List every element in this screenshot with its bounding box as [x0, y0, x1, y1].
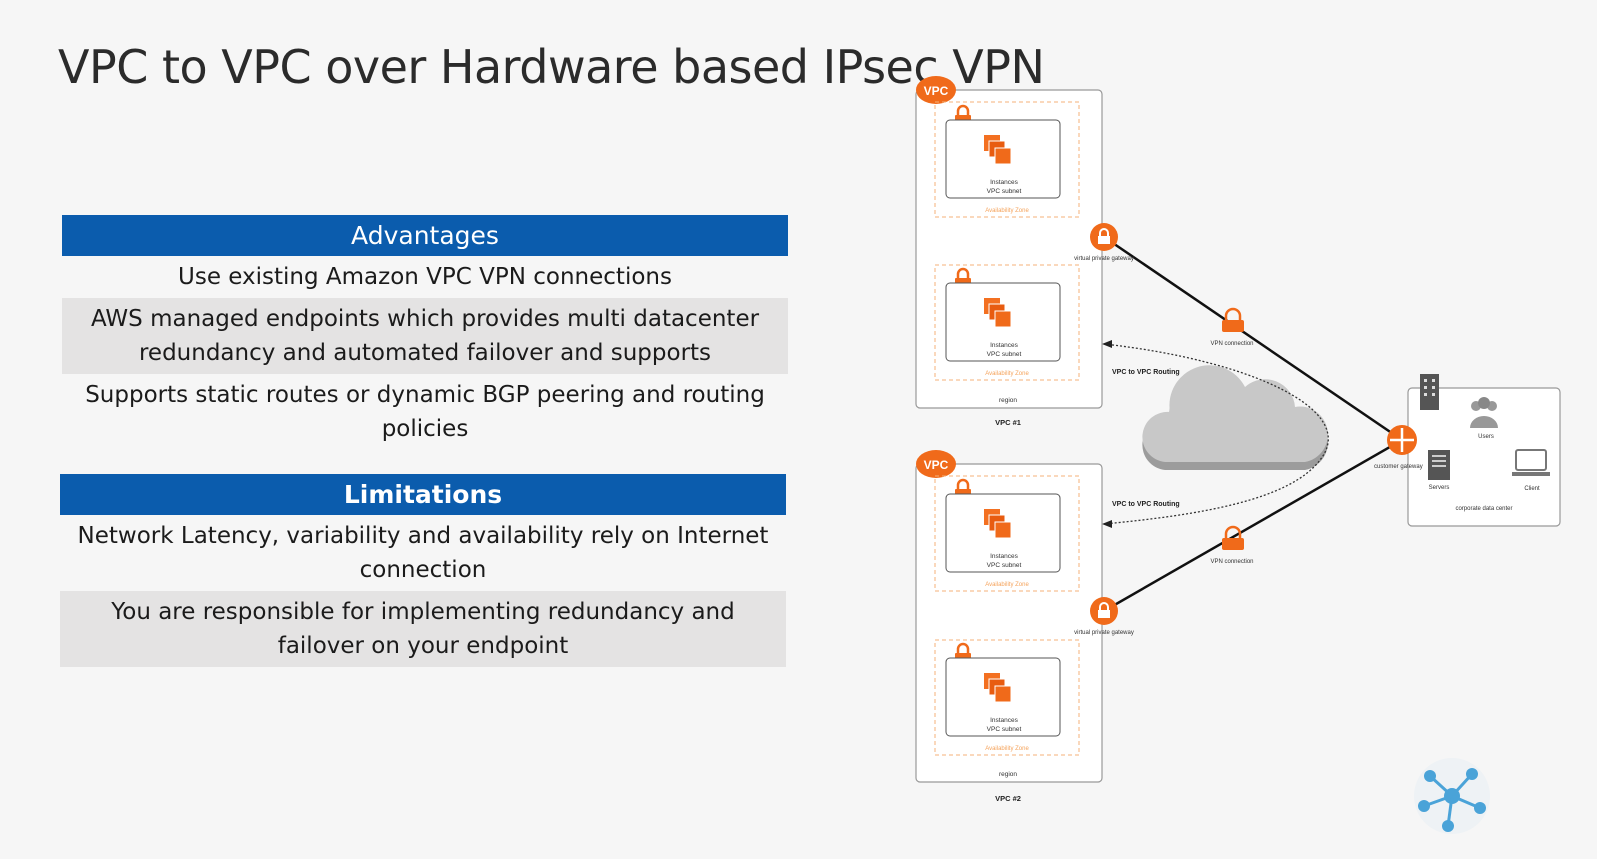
svg-text:VPC subnet: VPC subnet: [987, 188, 1022, 195]
arrow-left-icon: [1102, 340, 1112, 348]
cgw-label: customer gateway: [1374, 464, 1423, 470]
vpc-cloud-badge: VPC: [916, 450, 956, 478]
svg-text:Instances: Instances: [990, 553, 1019, 560]
svg-text:VPC subnet: VPC subnet: [987, 562, 1022, 569]
vpn-connection-icon: [1222, 525, 1244, 550]
brand-logo-icon: [1414, 758, 1490, 834]
advantage-item: Supports static routes or dynamic BGP pe…: [85, 382, 765, 442]
vpn-connection-label: VPN connection: [1210, 341, 1253, 347]
svg-text:Instances: Instances: [990, 717, 1019, 724]
svg-text:corporate data center: corporate data center: [1455, 506, 1512, 512]
building-icon: [1420, 374, 1439, 410]
svg-text:Instances: Instances: [990, 179, 1019, 186]
svg-text:VPC: VPC: [924, 84, 949, 98]
advantage-item: Use existing Amazon VPC VPN connections: [178, 264, 672, 290]
vpn-line-1: [1103, 235, 1403, 442]
routing-label: VPC to VPC Routing: [1112, 501, 1180, 508]
svg-text:Availability Zone: Availability Zone: [985, 582, 1029, 588]
vpc-cloud-badge: VPC: [916, 76, 956, 104]
vpn-gateway-icon: [1090, 223, 1118, 251]
vpc-routing-path: [1103, 343, 1329, 525]
vpc2-label: VPC #2: [995, 794, 1021, 803]
users-icon: [1470, 397, 1498, 428]
servers-icon: [1428, 450, 1450, 480]
advantage-item: AWS managed endpoints which provides mul…: [62, 298, 788, 374]
svg-text:VPC subnet: VPC subnet: [987, 726, 1022, 733]
advantages-header: Advantages: [62, 215, 788, 256]
svg-text:Availability Zone: Availability Zone: [985, 371, 1029, 377]
vpn-line-2: [1103, 438, 1403, 613]
corporate-data-center: Users Servers Client corporate data cent…: [1407, 374, 1561, 527]
svg-text:region: region: [999, 397, 1017, 404]
limitation-item: Network Latency, variability and availab…: [77, 523, 769, 583]
limitations-header: Limitations: [60, 474, 786, 515]
svg-text:Availability Zone: Availability Zone: [985, 746, 1029, 752]
vpn-gateway-icon: [1090, 597, 1118, 625]
svg-text:region: region: [999, 771, 1017, 778]
svg-text:VPC: VPC: [924, 458, 949, 472]
network-diagram: VPC Instances VPC subnet Availability Zo…: [915, 76, 1561, 834]
vpc1-container: VPC Instances VPC subnet Availability Zo…: [915, 76, 1103, 409]
vgw-label: virtual private gateway: [1074, 256, 1134, 262]
limitations-table: Limitations Network Latency, variability…: [60, 474, 786, 667]
advantages-table: Advantages Use existing Amazon VPC VPN c…: [62, 215, 788, 450]
internet-cloud-icon: [1142, 365, 1328, 470]
vpc1-label: VPC #1: [995, 418, 1021, 427]
svg-text:Client: Client: [1524, 486, 1540, 492]
svg-text:Instances: Instances: [990, 342, 1019, 349]
svg-text:VPC subnet: VPC subnet: [987, 351, 1022, 358]
customer-gateway-icon: [1387, 425, 1417, 455]
svg-text:Availability Zone: Availability Zone: [985, 208, 1029, 214]
svg-text:Servers: Servers: [1429, 485, 1450, 491]
svg-text:Users: Users: [1478, 434, 1494, 440]
vpn-connection-label: VPN connection: [1210, 559, 1253, 565]
arrow-left-icon: [1102, 520, 1112, 528]
client-computer-icon: [1512, 449, 1550, 476]
vpc2-container: VPC Instances VPC subnet Availability Zo…: [915, 450, 1103, 783]
limitation-item: You are responsible for implementing red…: [60, 591, 786, 667]
vgw-label: virtual private gateway: [1074, 630, 1134, 636]
routing-label: VPC to VPC Routing: [1112, 369, 1180, 376]
vpn-connection-icon: [1222, 307, 1244, 332]
slide-title: VPC to VPC over Hardware based IPsec VPN: [58, 40, 1045, 94]
